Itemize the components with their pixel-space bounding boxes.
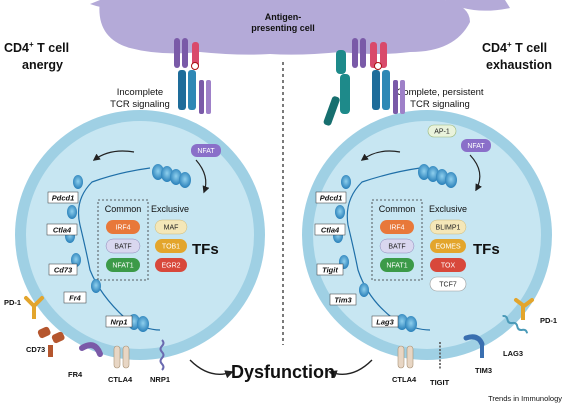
left-tcr-complex-icon bbox=[174, 38, 211, 114]
tf-pill: BLIMP1 bbox=[436, 225, 461, 232]
left-chromatin-arrow-icon bbox=[92, 150, 135, 161]
right-nfat-arrow-icon bbox=[469, 154, 482, 192]
receptor-label: LAG3 bbox=[503, 349, 523, 358]
receptor-label: PD-1 bbox=[4, 298, 21, 307]
tf-pill: TOB1 bbox=[162, 244, 180, 251]
gene-label: Cd73 bbox=[54, 266, 73, 275]
dysfunction-label: Dysfunction bbox=[231, 362, 335, 382]
pd1-receptor-icon-left bbox=[24, 296, 44, 319]
receptor-label: TIM3 bbox=[475, 366, 492, 375]
right-signal-line2: TCR signaling bbox=[410, 99, 470, 110]
receptor-label: PD-1 bbox=[540, 316, 557, 325]
tf-pill: BATF bbox=[114, 244, 131, 251]
tim3-receptor-icon bbox=[463, 334, 485, 358]
right-chromatin-arrow-icon bbox=[360, 150, 401, 161]
gene-label: Tim3 bbox=[334, 296, 352, 305]
right-cell-cytoplasm bbox=[313, 121, 541, 349]
gene-label: Pdcd1 bbox=[52, 194, 75, 203]
left-common-title: Common bbox=[105, 204, 142, 214]
left-title-line2: anergy bbox=[22, 58, 63, 72]
ctla4-receptor-icon-left bbox=[113, 345, 130, 369]
apc-label-line1: Antigen- bbox=[265, 12, 302, 22]
right-exclusive-tfs: BLIMP1 EOMES TOX TCF7 bbox=[429, 219, 467, 292]
left-tfs-label: TFs bbox=[192, 241, 219, 258]
right-common-title: Common bbox=[379, 204, 416, 214]
left-signal-line1: Incomplete bbox=[117, 87, 163, 98]
tf-pill: IRF4 bbox=[115, 225, 130, 232]
left-common-box bbox=[97, 199, 149, 281]
left-dysfunction-arrow-icon bbox=[189, 359, 234, 379]
right-exclusive-title: Exclusive bbox=[429, 204, 467, 214]
right-tfs-label: TFs bbox=[473, 241, 500, 258]
right-common-tfs: IRF4 BATF NFAT1 bbox=[379, 220, 415, 272]
receptor-label: TIGIT bbox=[430, 378, 450, 387]
tf-pill: EOMES bbox=[435, 244, 461, 251]
tf-pill: NFAT1 bbox=[112, 263, 133, 270]
svg-text:NFAT: NFAT bbox=[467, 143, 485, 150]
left-nfat-arrow-icon bbox=[195, 159, 210, 194]
tf-pill: TOX bbox=[441, 263, 456, 270]
fr4-receptor-icon bbox=[79, 342, 103, 357]
left-signal-line2: TCR signaling bbox=[110, 99, 170, 110]
gene-label: Ctla4 bbox=[321, 226, 340, 235]
receptor-label: NRP1 bbox=[150, 375, 170, 384]
left-title-line1: CD4+ T cell bbox=[4, 40, 69, 55]
left-common-tfs: IRF4 BATF NFAT1 bbox=[105, 220, 141, 272]
right-common-box bbox=[371, 199, 423, 281]
right-title-line2: exhaustion bbox=[486, 58, 552, 72]
receptor-label: FR4 bbox=[68, 370, 83, 379]
tf-pill: EGR2 bbox=[161, 263, 180, 270]
apc-label-line2: presenting cell bbox=[251, 23, 315, 33]
receptor-label: CTLA4 bbox=[392, 375, 417, 384]
tf-pill: TCF7 bbox=[439, 282, 457, 289]
lag3-receptor-icon bbox=[502, 314, 529, 334]
tf-pill: NFAT1 bbox=[386, 263, 407, 270]
left-exclusive-title: Exclusive bbox=[151, 204, 189, 214]
svg-text:AP-1: AP-1 bbox=[434, 129, 450, 136]
right-signal-line1: Complete, persistent bbox=[396, 87, 483, 98]
gene-label: Ctla4 bbox=[53, 226, 72, 235]
left-nfat-pill: NFAT bbox=[191, 144, 221, 157]
right-tcr-complex-icon bbox=[323, 38, 405, 126]
journal-credit: Trends in Immunology bbox=[488, 394, 562, 403]
apc-membrane bbox=[90, 0, 510, 55]
gene-label: Tigit bbox=[322, 266, 338, 275]
nrp1-receptor-icon bbox=[159, 339, 165, 371]
ctla4-receptor-icon-right bbox=[397, 345, 414, 369]
tf-pill: MAF bbox=[164, 225, 179, 232]
right-title-line1: CD4+ T cell bbox=[482, 40, 547, 55]
left-gene-labels: Pdcd1 Ctla4 Cd73 Fr4 Nrp1 bbox=[46, 191, 133, 328]
right-nfat-pill: NFAT bbox=[461, 139, 491, 152]
right-dysfunction-arrow-icon bbox=[328, 359, 373, 379]
gene-label: Nrp1 bbox=[110, 318, 127, 327]
right-ap1-pill: AP-1 bbox=[427, 124, 457, 138]
receptor-label: CTLA4 bbox=[108, 375, 133, 384]
svg-text:NFAT: NFAT bbox=[197, 148, 215, 155]
gene-label: Pdcd1 bbox=[320, 194, 343, 203]
left-exclusive-tfs: MAF TOB1 EGR2 bbox=[154, 219, 188, 272]
receptor-label: CD73 bbox=[26, 345, 45, 354]
cd73-receptor-icon bbox=[37, 326, 65, 357]
right-gene-labels: Pdcd1 Ctla4 Tigit Tim3 Lag3 bbox=[314, 191, 399, 328]
tf-pill: IRF4 bbox=[389, 225, 404, 232]
gene-label: Lag3 bbox=[376, 318, 394, 327]
gene-label: Fr4 bbox=[69, 294, 82, 303]
pd1-receptor-icon-right bbox=[514, 298, 534, 320]
tf-pill: BATF bbox=[388, 244, 405, 251]
